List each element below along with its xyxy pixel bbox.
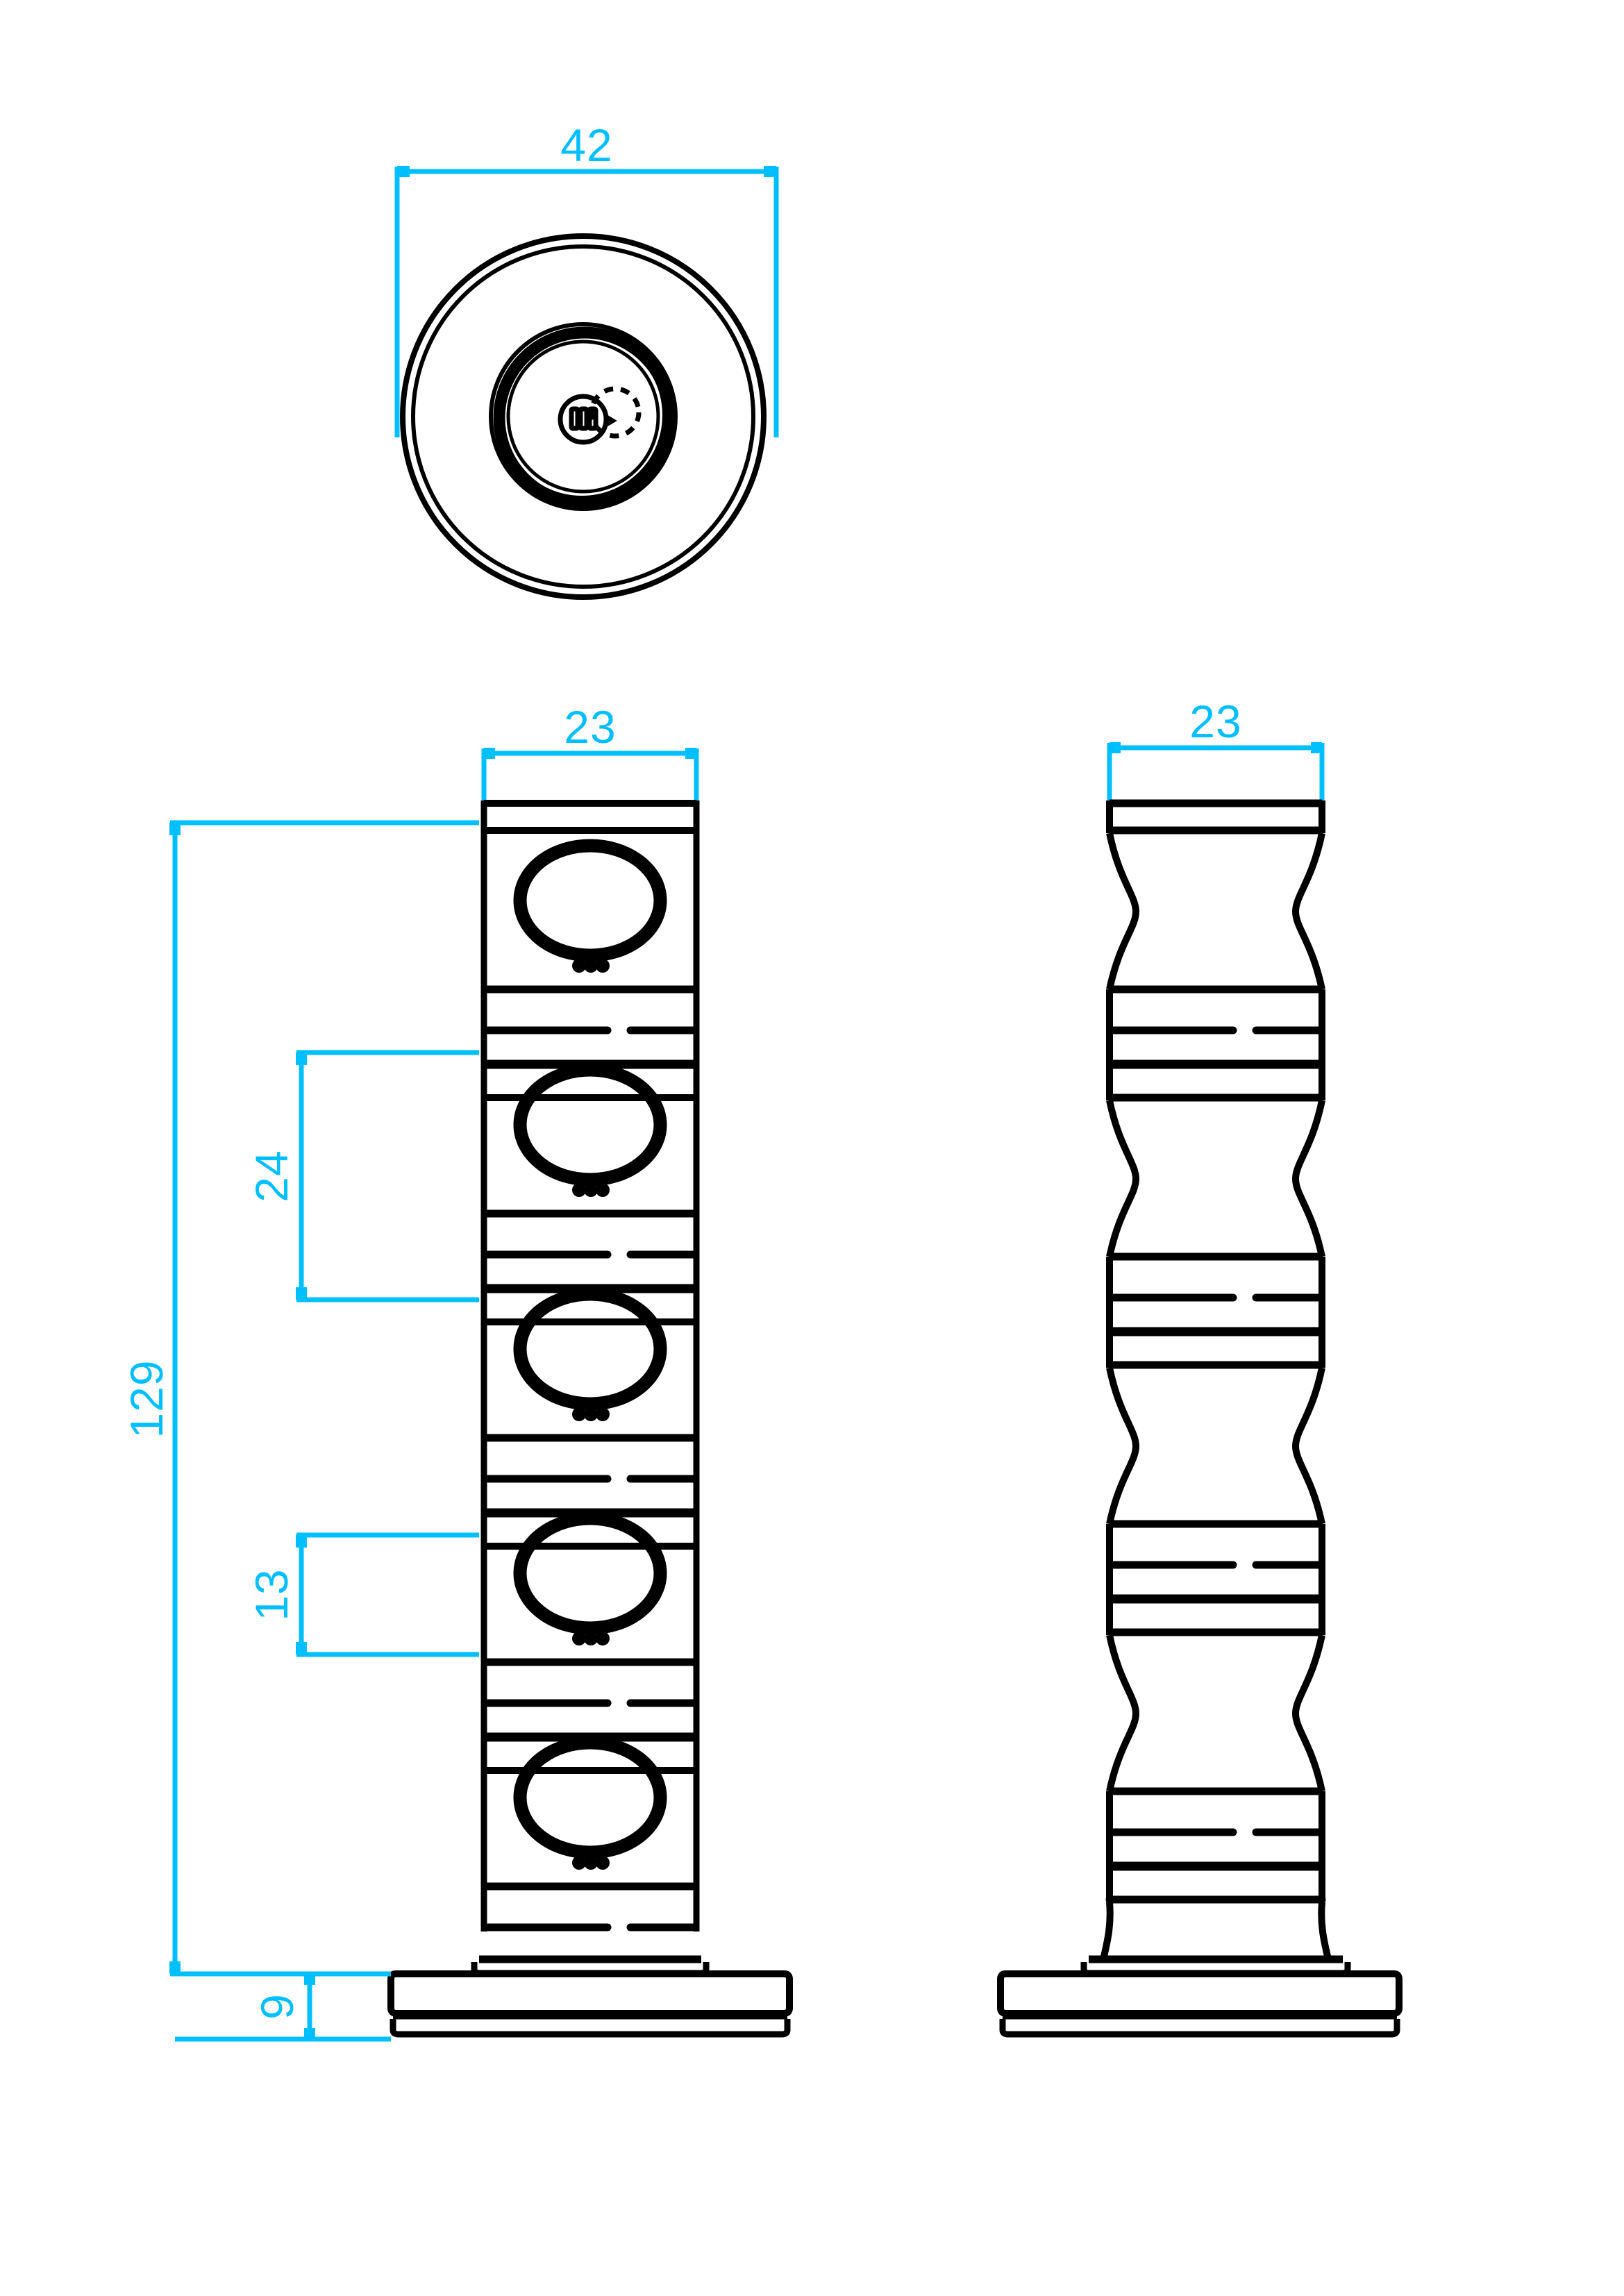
top-outer-rim-circle bbox=[400, 233, 767, 600]
side-waist-4 bbox=[1106, 1634, 1325, 1793]
seg4-dot-3 bbox=[596, 1632, 610, 1645]
side-waist-3-left bbox=[1106, 1366, 1140, 1525]
top-hub-notch-marker bbox=[604, 414, 617, 428]
side-view: 23 bbox=[997, 696, 1403, 2038]
seg3-port-ellipse bbox=[513, 1287, 667, 1411]
front-segment-4 bbox=[484, 1511, 698, 1742]
top-recess-inner-circle bbox=[497, 330, 667, 500]
seg2-port-ellipse bbox=[513, 1063, 667, 1187]
side-base-bottom-edge bbox=[999, 2019, 1400, 2038]
seg5-dot-group bbox=[572, 1856, 610, 1870]
top-hub-slot-2 bbox=[578, 406, 589, 431]
side-base-flare-left bbox=[1100, 1902, 1114, 1961]
seg4-port-ellipse bbox=[513, 1511, 667, 1635]
dimension-label-129: 129 bbox=[121, 1359, 172, 1438]
dimension-9 bbox=[175, 1971, 391, 2042]
side-base-transition bbox=[1100, 1902, 1332, 1961]
side-waist-1-left bbox=[1106, 832, 1140, 991]
seg3-dot-1 bbox=[572, 1407, 586, 1421]
side-base-flare-right bbox=[1318, 1902, 1332, 1961]
dimension-label-23-front: 23 bbox=[564, 701, 616, 753]
seg3-dot-2 bbox=[584, 1407, 598, 1421]
seg2-dot-2 bbox=[584, 1183, 598, 1197]
side-base-flange bbox=[997, 1955, 1403, 2038]
seg4-dot-group bbox=[572, 1632, 610, 1645]
side-rib-block-4 bbox=[1105, 1787, 1326, 1904]
dimension-label-24: 24 bbox=[246, 1150, 297, 1202]
seg2-dot-1 bbox=[572, 1183, 586, 1197]
dimension-42 bbox=[394, 166, 779, 437]
dimension-label-42: 42 bbox=[560, 119, 612, 171]
dimension-label-9: 9 bbox=[251, 1993, 303, 2020]
seg5-dot-3 bbox=[596, 1856, 610, 1870]
seg5-dot-2 bbox=[584, 1856, 598, 1870]
top-hub-slot-3 bbox=[587, 406, 598, 431]
seg4-dot-2 bbox=[584, 1632, 598, 1645]
dimension-24 bbox=[296, 1050, 479, 1302]
top-hub-slot-1 bbox=[569, 406, 580, 431]
front-view: 23 bbox=[121, 701, 793, 2042]
side-waist-4-left bbox=[1106, 1634, 1140, 1793]
side-waist-2-left bbox=[1106, 1099, 1140, 1258]
seg5-dot-1 bbox=[572, 1856, 586, 1870]
dimension-label-13: 13 bbox=[246, 1568, 297, 1620]
dimension-129 bbox=[169, 820, 479, 1977]
side-rib-block-2 bbox=[1106, 1252, 1325, 1369]
seg3-dot-3 bbox=[596, 1407, 610, 1421]
top-outer-inner-circle bbox=[411, 244, 755, 589]
side-waist-3-right bbox=[1291, 1366, 1325, 1525]
top-hub-slot-group bbox=[569, 406, 598, 431]
seg1-port-ellipse bbox=[513, 839, 667, 962]
dimension-13 bbox=[296, 1532, 479, 1657]
top-hub-circle bbox=[558, 394, 609, 445]
seg1-dot-3 bbox=[596, 959, 610, 973]
front-segment-3 bbox=[484, 1287, 698, 1518]
front-base-plate bbox=[387, 1970, 793, 2017]
seg1-dot-2 bbox=[584, 959, 598, 973]
seg5-port-ellipse bbox=[513, 1736, 667, 1859]
seg2-dot-3 bbox=[596, 1183, 610, 1197]
front-segment-5 bbox=[484, 1736, 698, 1932]
seg2-dot-group bbox=[572, 1183, 610, 1197]
top-hidden-hub-circle bbox=[589, 386, 642, 439]
seg1-dot-1 bbox=[572, 959, 586, 973]
side-rib-block-3 bbox=[1106, 1520, 1325, 1636]
side-waist-3 bbox=[1106, 1366, 1325, 1525]
top-view: 42 bbox=[394, 119, 779, 600]
seg3-dot-group bbox=[572, 1407, 610, 1421]
front-segment-2 bbox=[484, 1063, 698, 1293]
side-waist-1 bbox=[1106, 832, 1325, 991]
side-base-plate bbox=[997, 1970, 1403, 2017]
seg4-dot-1 bbox=[572, 1632, 586, 1645]
front-base-bottom-edge bbox=[390, 2019, 791, 2038]
side-waist-2 bbox=[1106, 1099, 1325, 1258]
top-recess-bore-circle bbox=[506, 340, 660, 494]
dimension-label-23-side: 23 bbox=[1189, 696, 1241, 747]
side-waist-4-right bbox=[1291, 1634, 1325, 1793]
side-rib-block-1 bbox=[1106, 985, 1325, 1102]
front-segment-1 bbox=[484, 800, 698, 1069]
side-waist-1-right bbox=[1291, 832, 1325, 991]
side-top-collar bbox=[1106, 799, 1325, 835]
seg1-dot-group bbox=[572, 959, 610, 973]
front-base-flange bbox=[387, 1955, 793, 2038]
side-waist-2-right bbox=[1291, 1099, 1325, 1258]
